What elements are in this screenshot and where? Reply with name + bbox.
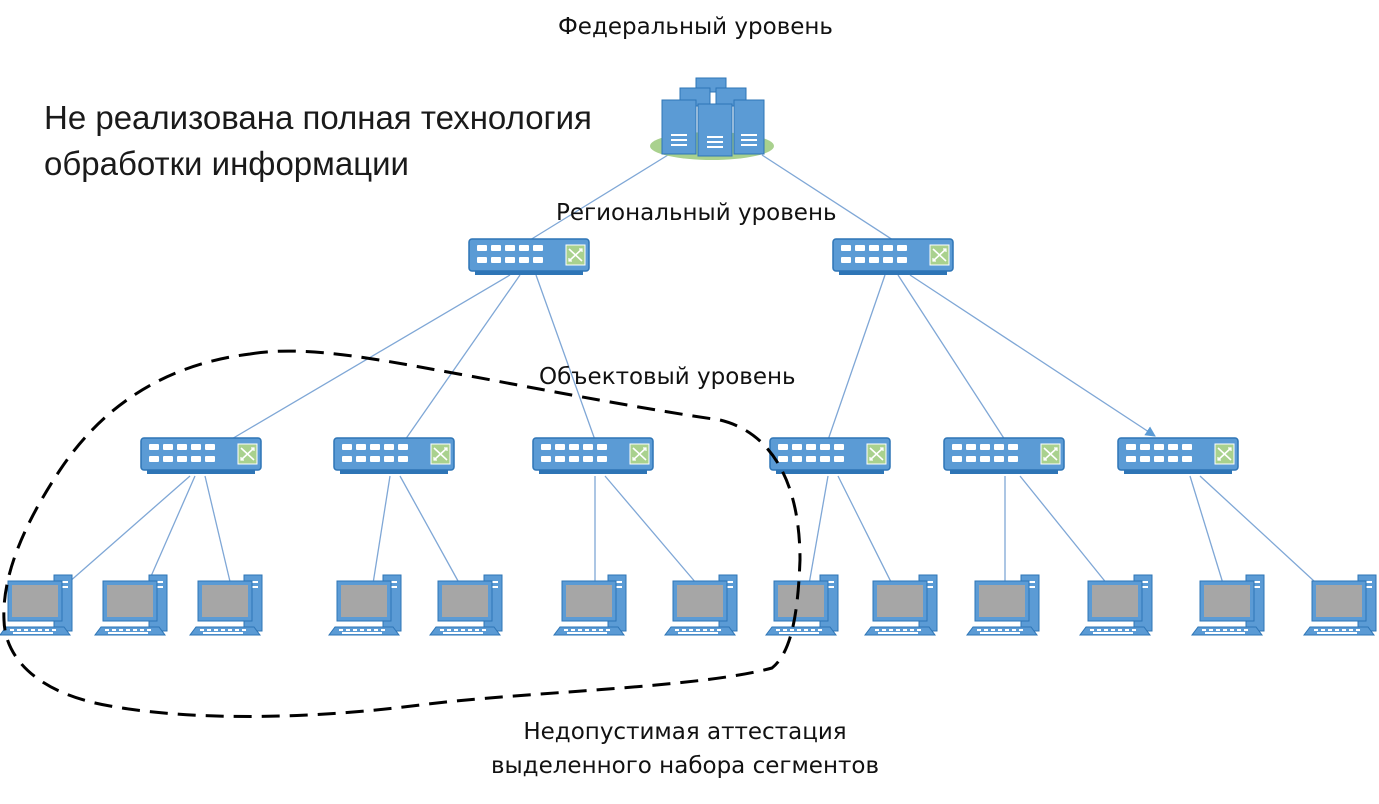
workstation-icon (765, 574, 839, 636)
federal-level-label: Федеральный уровень (558, 14, 833, 40)
caption-text: Недопустимая аттестация выделенного набо… (465, 715, 905, 783)
workstation-icon (966, 574, 1040, 636)
network-switch-icon (769, 437, 891, 475)
note-line-2: обработки информации (44, 145, 409, 182)
network-switch-icon (1117, 437, 1239, 475)
workstation-icon (553, 574, 627, 636)
selected-segment-boundary (2, 349, 802, 718)
network-switch-icon (333, 437, 455, 475)
regional-level-label: Региональный уровень (556, 200, 837, 226)
network-links (59, 154, 1341, 606)
note-text: Не реализована полная технология обработ… (44, 95, 592, 187)
caption-line-2: выделенного набора сегментов (490, 753, 880, 779)
network-switch-icon (532, 437, 654, 475)
server-cluster-icon (650, 77, 774, 160)
workstation-icon (664, 574, 738, 636)
network-switch-icon (943, 437, 1065, 475)
workstation-icon (189, 574, 263, 636)
workstation-icon (1191, 574, 1265, 636)
workstation-icon (0, 574, 73, 636)
network-switch-icon (468, 238, 590, 276)
network-switch-icon (140, 437, 262, 475)
network-switch-icon (832, 238, 954, 276)
caption-line-1: Недопустимая аттестация (523, 719, 847, 745)
object-level-label: Объектовый уровень (539, 364, 796, 390)
workstation-icon (94, 574, 168, 636)
workstation-icon (1303, 574, 1377, 636)
workstation-icon (429, 574, 503, 636)
workstation-icon (328, 574, 402, 636)
workstation-icon (864, 574, 938, 636)
note-line-1: Не реализована полная технология (44, 99, 592, 136)
workstation-icon (1079, 574, 1153, 636)
